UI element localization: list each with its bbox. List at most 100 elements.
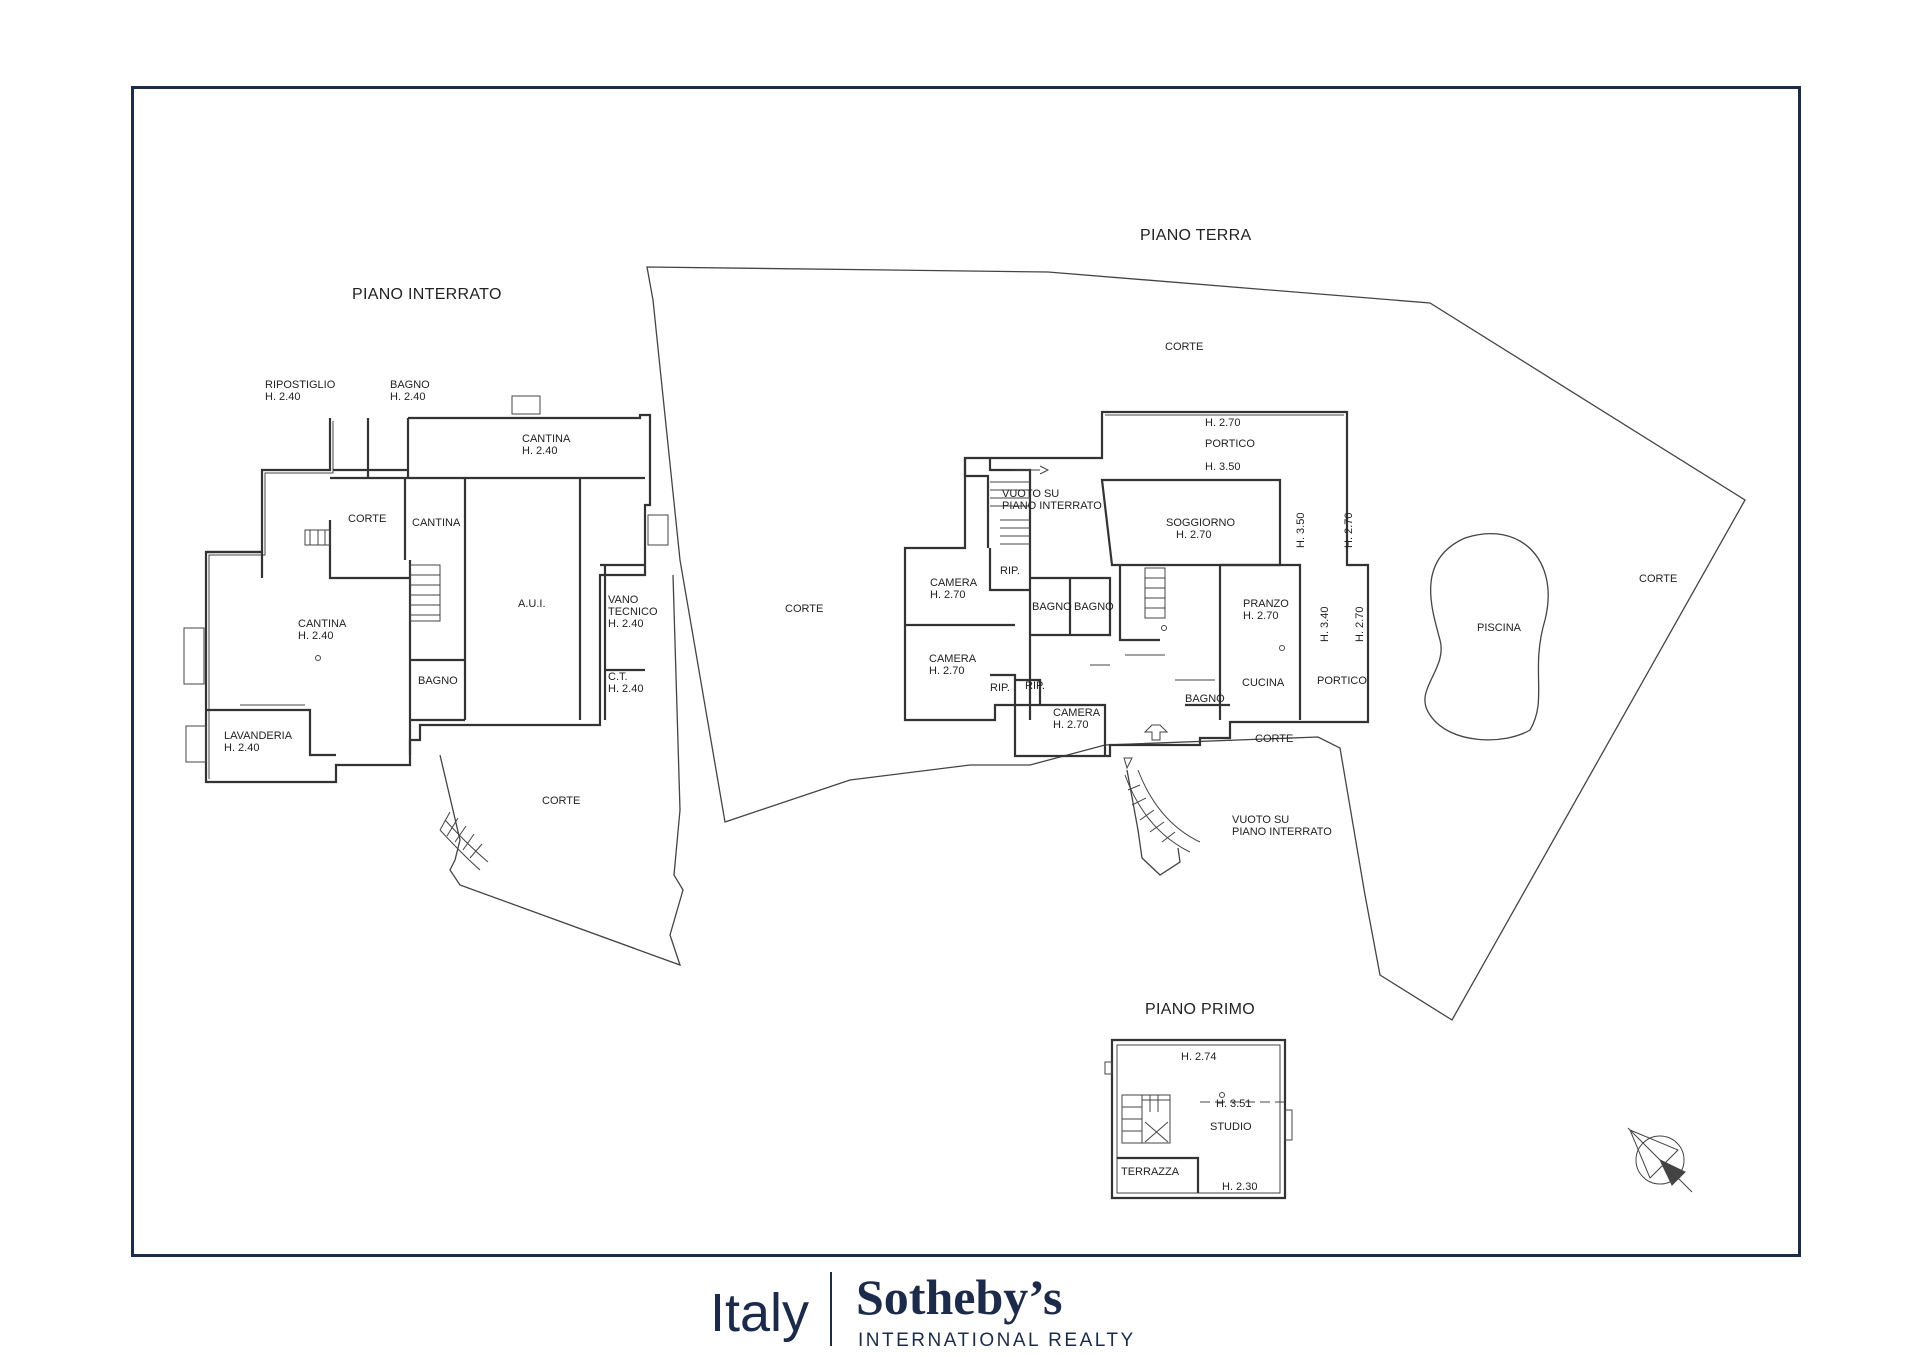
room-label: RIP.	[1000, 565, 1020, 577]
room-height: H. 2.70	[1205, 417, 1240, 429]
brand-name: Sotheby’s	[856, 1269, 1063, 1325]
room-label: SOGGIORNO	[1166, 517, 1236, 529]
wall	[1015, 703, 1107, 756]
room-height: H. 2.40	[298, 630, 333, 642]
stair-terra	[990, 465, 1050, 545]
room-label: RIP.	[1025, 680, 1045, 692]
window-niche	[647, 514, 669, 546]
piano-interrato: PIANO INTERRATO RIPOSTIGLIO H. 2.40 BAGN…	[183, 286, 684, 967]
drain-point	[315, 655, 321, 661]
room-label: TERRAZZA	[1121, 1166, 1180, 1178]
room-height: H. 2.70	[929, 665, 964, 677]
drain-point	[1279, 645, 1285, 651]
stair-interrato	[304, 529, 441, 622]
room-height: H. 2.30	[1222, 1181, 1257, 1193]
room-height: H. 3.50	[1205, 461, 1240, 473]
stair-primo	[1121, 1094, 1171, 1144]
room-label: PIANO INTERRATO	[1002, 500, 1102, 512]
interrato-outline	[204, 413, 652, 784]
room-height: H. 2.70	[1176, 529, 1211, 541]
room-height: H. 2.70	[1053, 719, 1088, 731]
room-height: H. 2.40	[608, 618, 643, 630]
window-niche	[185, 725, 207, 763]
curved-stair-terra	[1123, 757, 1201, 853]
room-label: A.U.I.	[518, 598, 546, 610]
wall	[1220, 563, 1302, 720]
room-label: BAGNO	[390, 379, 430, 391]
window-niche	[1104, 1061, 1113, 1075]
room-label: CANTINA	[412, 517, 461, 529]
door-line	[1090, 654, 1215, 681]
room-label: PIANO INTERRATO	[1232, 826, 1332, 838]
brand-footer: Italy Sotheby’s INTERNATIONAL REALTY	[0, 1262, 1920, 1357]
stair-terra-inner	[1143, 567, 1169, 741]
room-label: CORTE	[542, 795, 580, 807]
wall	[206, 550, 264, 578]
room-height: H. 2.40	[390, 391, 425, 403]
room-label: TECNICO	[608, 606, 658, 618]
room-label: LAVANDERIA	[224, 730, 293, 742]
room-height-vertical: H. 3.50	[1295, 513, 1307, 548]
piano-primo: PIANO PRIMO H. 2.74 H. 3.51 STUDIO TERRA…	[1104, 1001, 1293, 1200]
room-label: STUDIO	[1210, 1121, 1252, 1133]
room-label: BAGNO	[1032, 601, 1072, 613]
wall	[1118, 565, 1160, 642]
primo-outline	[1110, 1038, 1287, 1200]
room-height-vertical: H. 3.40	[1319, 607, 1331, 642]
terra-site-boundary	[646, 266, 1746, 1021]
pool-outline	[1424, 533, 1549, 741]
curved-stair	[439, 811, 489, 871]
floor-title: PIANO TERRA	[1140, 227, 1251, 244]
room-label: CAMERA	[929, 653, 977, 665]
window-niche	[511, 395, 541, 415]
room-height: H. 3.51	[1216, 1098, 1251, 1110]
room-height: H. 2.40	[522, 445, 557, 457]
piano-terra: PIANO TERRA CORTE PORTICO H. 2.70 H. 3.5…	[646, 227, 1746, 1021]
brand-country: Italy	[710, 1283, 810, 1343]
plan-frame	[131, 86, 1801, 1257]
room-label: CORTE	[1639, 573, 1677, 585]
floor-title: PIANO PRIMO	[1145, 1001, 1255, 1018]
room-label: PRANZO	[1243, 598, 1289, 610]
corte-interrato-boundary	[439, 574, 684, 967]
room-label: RIP.	[990, 682, 1010, 694]
drain-point	[1161, 625, 1167, 631]
brand-subtitle: INTERNATIONAL REALTY	[858, 1330, 1136, 1351]
room-label: CORTE	[1255, 733, 1293, 745]
window-niche	[1284, 1109, 1293, 1141]
floor-title: PIANO INTERRATO	[352, 286, 502, 303]
terra-outline	[903, 410, 1370, 758]
floor-plan: PIANO INTERRATO RIPOSTIGLIO H. 2.40 BAGN…	[183, 227, 1746, 1200]
room-label: CORTE	[785, 603, 823, 615]
room-label: RIPOSTIGLIO	[265, 379, 336, 391]
wall	[988, 548, 1030, 592]
room-label: CUCINA	[1242, 677, 1285, 689]
room-height: H. 2.70	[1243, 610, 1278, 622]
room-label: BAGNO	[418, 675, 458, 687]
window-niche	[183, 627, 205, 685]
wall	[1015, 678, 1042, 705]
drain-point	[1219, 1092, 1225, 1098]
room-height-vertical: H. 2.70	[1354, 607, 1366, 642]
north-arrow-icon	[1627, 1127, 1693, 1193]
room-height: H. 2.40	[224, 742, 259, 754]
interrato-outline-inner	[208, 421, 334, 779]
brand-separator	[830, 1272, 832, 1346]
room-label: PORTICO	[1317, 675, 1367, 687]
room-label: CAMERA	[1053, 707, 1101, 719]
primo-outline-inner	[1116, 1044, 1281, 1194]
room-label: CORTE	[348, 513, 386, 525]
room-height-vertical: H. 2.70	[1343, 513, 1355, 548]
entrance-path	[1126, 769, 1181, 876]
room-label: PISCINA	[1477, 622, 1522, 634]
room-label: BAGNO	[1185, 693, 1225, 705]
room-label: CORTE	[1165, 341, 1203, 353]
room-height: H. 2.40	[265, 391, 300, 403]
room-label: CANTINA	[298, 618, 347, 630]
room-label: VUOTO SU	[1232, 814, 1289, 826]
wall	[328, 520, 410, 580]
wall	[963, 458, 1032, 548]
room-height: H. 2.40	[608, 683, 643, 695]
room-label: C.T.	[608, 671, 628, 683]
wall	[206, 708, 336, 757]
